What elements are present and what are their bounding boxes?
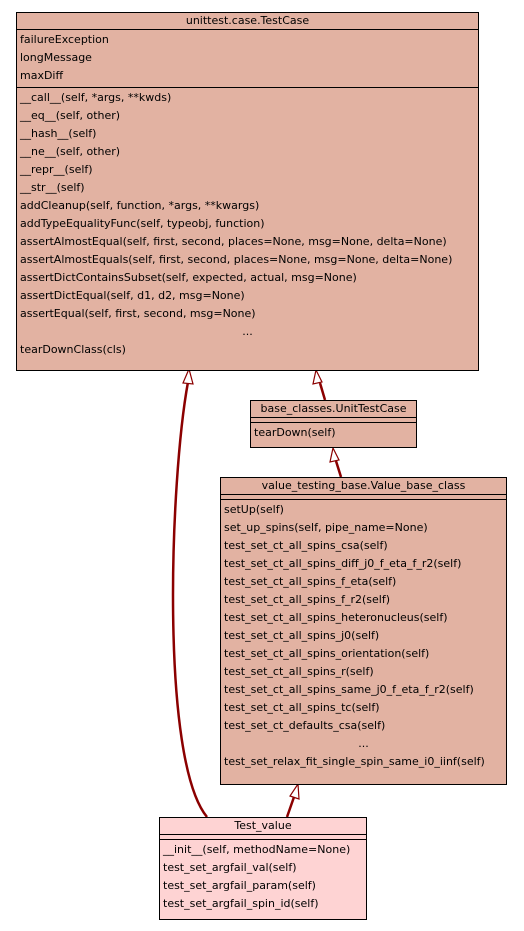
- methods-section: setUp(self) set_up_spins(self, pipe_name=…: [221, 500, 506, 773]
- class-attribute: longMessage: [20, 51, 92, 64]
- class-method: test_set_ct_all_spins_orientation(self): [224, 647, 430, 660]
- inheritance-arrowhead: [329, 446, 340, 463]
- class-title: base_classes.UnitTestCase: [251, 401, 416, 418]
- class-method: __repr__(self): [20, 163, 93, 176]
- class-method: test_set_ct_all_spins_csa(self): [224, 539, 388, 552]
- class-method: assertEqual(self, first, second, msg=Non…: [20, 307, 256, 320]
- class-method: tearDown(self): [254, 426, 336, 439]
- class-method: test_set_ct_all_spins_r(self): [224, 665, 374, 678]
- class-box-value-base-class[interactable]: value_testing_base.Value_base_class setUp…: [220, 477, 507, 785]
- inheritance-edge-test-value-to-testcase: [171, 381, 208, 818]
- attributes-section: failureException longMessage maxDiff: [17, 30, 478, 88]
- class-method: test_set_argfail_spin_id(self): [163, 897, 319, 910]
- class-title: unittest.case.TestCase: [17, 13, 478, 30]
- class-method: test_set_ct_all_spins_tc(self): [224, 701, 380, 714]
- methods-section: __call__(self, *args, **kwds) __eq__(self…: [17, 88, 478, 361]
- class-method: addTypeEqualityFunc(self, typeobj, funct…: [20, 217, 265, 230]
- class-method: test_set_relax_fit_single_spin_same_i0_i…: [224, 755, 485, 768]
- class-method: setUp(self): [224, 503, 284, 516]
- class-method: test_set_argfail_param(self): [163, 879, 316, 892]
- class-box-unittestcase[interactable]: base_classes.UnitTestCase tearDown(self): [250, 400, 417, 448]
- class-method: test_set_ct_all_spins_heteronucleus(self…: [224, 611, 448, 624]
- class-method: test_set_ct_defaults_csa(self): [224, 719, 386, 732]
- class-method: __hash__(self): [20, 127, 97, 140]
- inheritance-edge-valuebase-to-unittestcase: [334, 460, 343, 478]
- class-method: test_set_ct_all_spins_diff_j0_f_eta_f_r2…: [224, 557, 462, 570]
- class-method: test_set_ct_all_spins_same_j0_f_eta_f_r2…: [224, 683, 474, 696]
- attributes-section: [251, 418, 416, 423]
- class-method: __eq__(self, other): [20, 109, 121, 122]
- attributes-section: [221, 495, 506, 500]
- methods-section: tearDown(self): [251, 423, 416, 444]
- class-method: assertDictEqual(self, d1, d2, msg=None): [20, 289, 245, 302]
- more-methods-ellipsis: ...: [358, 737, 369, 750]
- inheritance-arrowhead: [289, 782, 300, 800]
- class-method: __init__(self, methodName=None): [163, 843, 351, 856]
- class-method: tearDownClass(cls): [20, 343, 126, 356]
- inheritance-arrowhead: [312, 368, 323, 385]
- class-method: test_set_ct_all_spins_f_r2(self): [224, 593, 391, 606]
- class-method: test_set_argfail_val(self): [163, 861, 297, 874]
- inheritance-arrowhead: [182, 367, 194, 385]
- class-method: assertAlmostEqual(self, first, second, p…: [20, 235, 447, 248]
- class-method: __call__(self, *args, **kwds): [20, 91, 172, 104]
- class-method: assertAlmostEquals(self, first, second, …: [20, 253, 453, 266]
- more-methods-ellipsis: ...: [242, 325, 253, 338]
- class-method: set_up_spins(self, pipe_name=None): [224, 521, 428, 534]
- class-method: addCleanup(self, function, *args, **kwar…: [20, 199, 260, 212]
- class-attribute: failureException: [20, 33, 109, 46]
- methods-section: __init__(self, methodName=None) test_set_…: [160, 840, 366, 915]
- class-method: test_set_ct_all_spins_j0(self): [224, 629, 380, 642]
- class-box-testcase[interactable]: unittest.case.TestCase failureException lo…: [16, 12, 479, 371]
- class-attribute: maxDiff: [20, 69, 64, 82]
- class-method: __str__(self): [20, 181, 85, 194]
- class-method: test_set_ct_all_spins_f_eta(self): [224, 575, 397, 588]
- class-box-test-value[interactable]: Test_value __init__(self, methodName=None…: [159, 817, 367, 920]
- class-title: value_testing_base.Value_base_class: [221, 478, 506, 495]
- attributes-section: [160, 835, 366, 840]
- class-method: __ne__(self, other): [20, 145, 121, 158]
- class-method: assertDictContainsSubset(self, expected,…: [20, 271, 357, 284]
- inheritance-edge-unittestcase-to-testcase: [318, 382, 327, 401]
- inheritance-edge-test-value-to-valuebase: [285, 796, 296, 818]
- class-title: Test_value: [160, 818, 366, 835]
